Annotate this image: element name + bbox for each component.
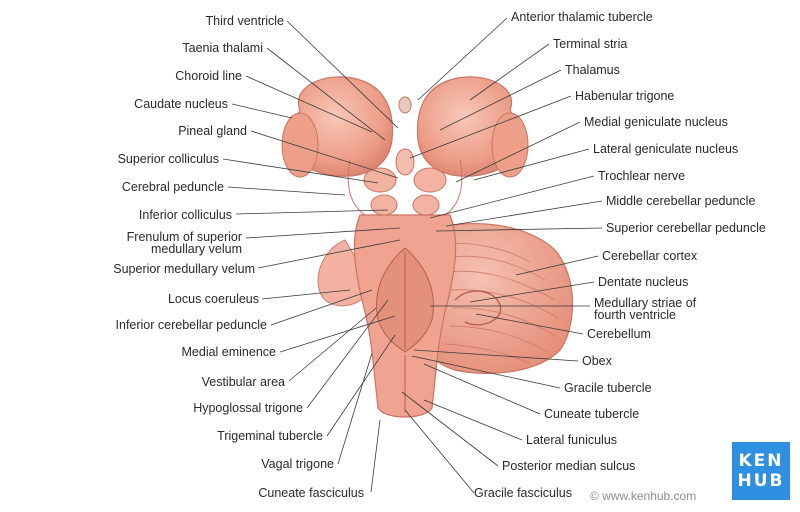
- label-frenulum-superior-medullary-velum: Frenulum of superior medullary velum: [126, 230, 242, 256]
- label-medullary-striae-line1: Medullary striae of: [594, 296, 697, 310]
- label-trochlear-nerve: Trochlear nerve: [598, 169, 686, 183]
- label-frenulum-line2: medullary velum: [150, 242, 242, 256]
- label-habenular-trigone: Habenular trigone: [575, 89, 675, 103]
- label-vagal-trigone: Vagal trigone: [261, 457, 334, 471]
- label-cerebral-peduncle: Cerebral peduncle: [121, 180, 224, 194]
- cerebellum-shape: [419, 223, 573, 374]
- label-lateral-funiculus: Lateral funiculus: [526, 433, 618, 447]
- label-superior-colliculus: Superior colliculus: [117, 152, 219, 166]
- label-medial-geniculate-nucleus: Medial geniculate nucleus: [584, 115, 728, 129]
- label-hypoglossal-trigone: Hypoglossal trigone: [193, 401, 303, 415]
- label-superior-medullary-velum: Superior medullary velum: [113, 262, 255, 276]
- label-lateral-geniculate-nucleus: Lateral geniculate nucleus: [593, 142, 739, 156]
- label-superior-cerebellar-peduncle: Superior cerebellar peduncle: [606, 221, 766, 235]
- credit-text[interactable]: © www.kenhub.com: [590, 489, 697, 503]
- label-posterior-median-sulcus: Posterior median sulcus: [502, 459, 636, 473]
- label-locus-coeruleus: Locus coeruleus: [167, 292, 259, 306]
- label-cerebellum: Cerebellum: [587, 327, 651, 341]
- label-middle-cerebellar-peduncle: Middle cerebellar peduncle: [606, 194, 756, 208]
- label-medial-eminence: Medial eminence: [181, 345, 277, 359]
- label-medullary-striae-line2: fourth ventricle: [594, 308, 676, 322]
- label-anterior-thalamic-tubercle: Anterior thalamic tubercle: [511, 10, 653, 24]
- logo-line2: HUB: [737, 471, 785, 491]
- kenhub-logo[interactable]: KEN HUB: [732, 442, 790, 500]
- label-frenulum-line1: Frenulum of superior: [126, 230, 242, 244]
- third-ventricle-shape: [398, 96, 412, 114]
- label-thalamus: Thalamus: [565, 63, 620, 77]
- logo-line1: KEN: [738, 451, 784, 471]
- label-gracile-tubercle: Gracile tubercle: [564, 381, 652, 395]
- label-dentate-nucleus: Dentate nucleus: [598, 275, 689, 289]
- label-taenia-thalami: Taenia thalami: [182, 41, 263, 55]
- colliculi-shape: [363, 148, 447, 216]
- label-trigeminal-tubercle: Trigeminal tubercle: [217, 429, 323, 443]
- label-cuneate-fasciculus: Cuneate fasciculus: [258, 486, 364, 500]
- label-vestibular-area: Vestibular area: [201, 375, 285, 389]
- leader-lines: [222, 17, 603, 494]
- label-pineal-gland: Pineal gland: [178, 124, 247, 138]
- label-caudate-nucleus: Caudate nucleus: [134, 97, 228, 111]
- label-inferior-cerebellar-peduncle: Inferior cerebellar peduncle: [115, 318, 267, 332]
- label-gracile-fasciculus: Gracile fasciculus: [474, 486, 572, 500]
- label-inferior-colliculus: Inferior colliculus: [138, 208, 232, 222]
- label-cerebellar-cortex: Cerebellar cortex: [602, 249, 698, 263]
- label-choroid-line: Choroid line: [175, 69, 242, 83]
- label-cuneate-tubercle: Cuneate tubercle: [544, 407, 640, 421]
- label-third-ventricle: Third ventricle: [205, 14, 285, 28]
- label-obex: Obex: [582, 354, 612, 368]
- label-medullary-striae: Medullary striae of fourth ventricle: [594, 296, 697, 322]
- label-terminal-stria: Terminal stria: [553, 37, 628, 51]
